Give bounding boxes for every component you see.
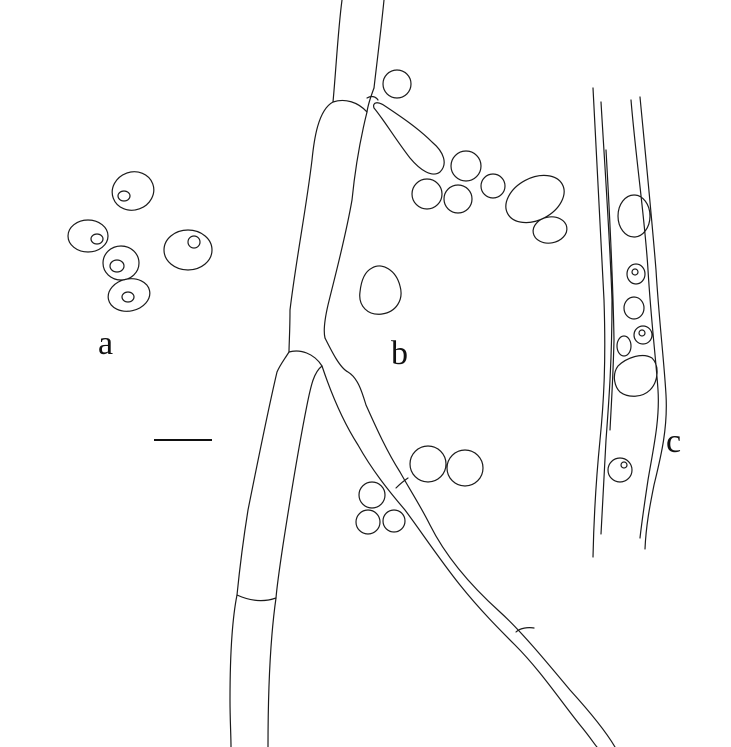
inner-cell-nucleus	[638, 329, 646, 337]
conidium	[505, 174, 565, 224]
hypha-inner-wall	[600, 101, 613, 535]
cell-nucleus	[90, 233, 104, 245]
panel-c-hypha	[592, 87, 667, 558]
hypha-wall	[366, 87, 375, 113]
conidium	[411, 178, 443, 210]
conidium	[355, 509, 381, 535]
septum	[395, 477, 409, 489]
inner-cell	[633, 325, 653, 345]
septum	[236, 594, 277, 602]
cell	[67, 219, 109, 253]
hypha-wall	[236, 351, 290, 596]
panel-a-cells	[67, 171, 213, 312]
hypha-wall	[229, 594, 238, 747]
inner-cell	[616, 335, 632, 357]
cell	[102, 245, 140, 281]
cell-nucleus	[109, 259, 125, 273]
inner-cell	[613, 354, 658, 397]
cell-nucleus	[187, 235, 201, 249]
cell	[111, 171, 155, 211]
cell	[107, 278, 151, 312]
conidium	[358, 481, 386, 509]
hypha-wall	[332, 0, 343, 103]
inner-cell	[617, 194, 651, 238]
conidium	[480, 173, 506, 199]
inner-cell	[623, 296, 645, 320]
cell-nucleus	[121, 291, 135, 303]
conidium	[409, 445, 447, 483]
conidium	[446, 449, 484, 487]
inner-cell-nucleus	[620, 461, 628, 469]
conidium	[382, 509, 406, 533]
hypha-outer-wall	[592, 87, 606, 558]
cell-nucleus	[117, 190, 131, 202]
conidium	[532, 216, 568, 244]
panel-label-a: a	[98, 325, 114, 362]
inner-cell	[626, 263, 646, 285]
hypha-wall	[373, 0, 385, 89]
hypha-wall	[321, 365, 598, 747]
conidium	[443, 184, 473, 214]
hypha-wall	[275, 365, 323, 599]
panel-label-c: c	[666, 423, 682, 460]
conidium	[450, 150, 482, 182]
inner-cell	[607, 457, 633, 483]
hypha-inner-wall	[605, 149, 615, 431]
inner-cell-nucleus	[631, 268, 639, 276]
panel-b-hyphae	[229, 0, 616, 747]
hypha-outer-wall	[639, 96, 667, 550]
septum	[366, 95, 379, 101]
hypha-wall	[267, 597, 277, 747]
conidium	[359, 265, 402, 315]
hypha-wall	[324, 337, 616, 747]
conidium	[382, 69, 412, 99]
hypha-inner-wall	[630, 99, 659, 539]
hypha-wall	[323, 111, 368, 339]
septum	[332, 99, 368, 113]
cell	[163, 229, 213, 271]
septum	[288, 350, 323, 367]
panel-label-b: b	[391, 335, 408, 372]
branch-cell	[373, 102, 445, 175]
septum	[515, 627, 535, 633]
hypha-wall	[288, 101, 334, 353]
